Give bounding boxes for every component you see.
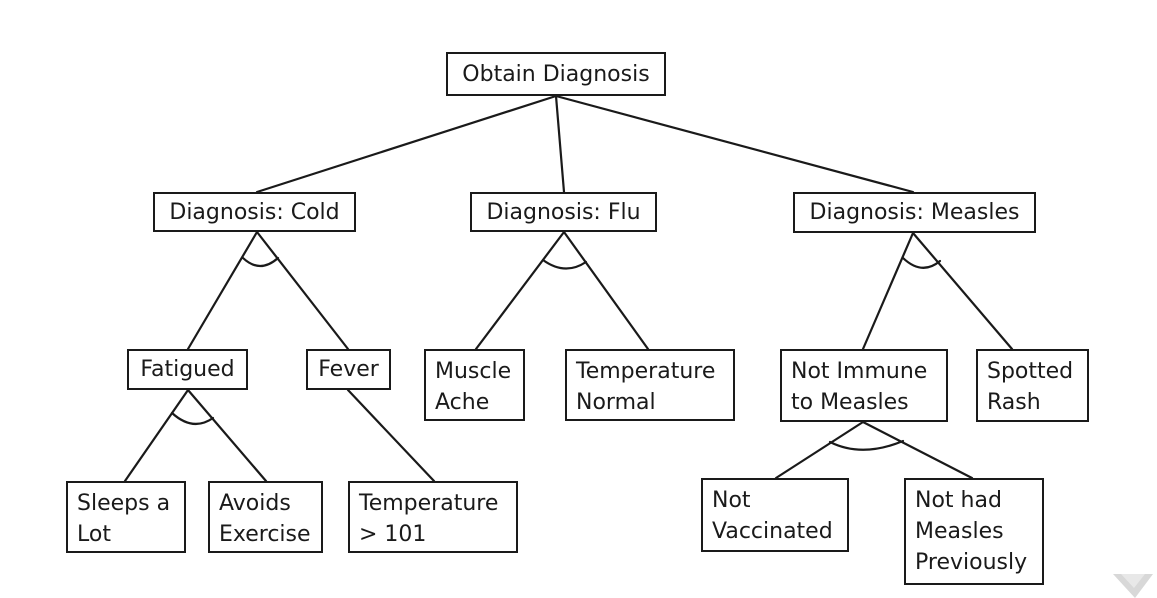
node-diagnosis-measles: Diagnosis: Measles — [793, 192, 1036, 233]
edge-measles-notimmune — [861, 231, 915, 351]
node-temperature-normal: Temperature Normal — [565, 349, 735, 421]
corner-watermark-icon — [1113, 574, 1153, 598]
edge-notimmune-nothad — [861, 420, 974, 480]
node-avoids-exercise: Avoids Exercise — [208, 481, 323, 553]
edge-root-flu — [554, 94, 566, 194]
edge-cold-fatigued — [186, 230, 259, 351]
node-not-had-measles-previously: Not had Measles Previously — [904, 478, 1044, 585]
edge-notimmune-notvacc — [774, 420, 865, 480]
edge-flu-muscle — [474, 230, 566, 351]
edge-root-cold — [255, 94, 558, 194]
edge-fever-temp101 — [346, 388, 436, 483]
and-arc-cold — [241, 256, 280, 268]
node-diagnosis-flu: Diagnosis: Flu — [470, 192, 657, 232]
edge-fatigued-avoids — [186, 388, 268, 483]
and-arc-measles — [901, 256, 942, 269]
edge-fatigued-sleeps — [123, 388, 190, 483]
and-arc-fatigued — [170, 411, 215, 425]
node-obtain-diagnosis: Obtain Diagnosis — [446, 52, 666, 96]
and-arc-notimmune — [828, 439, 905, 451]
node-fever: Fever — [306, 349, 391, 390]
edge-measles-rash — [911, 231, 1014, 351]
and-arc-flu — [541, 258, 588, 270]
node-fatigued: Fatigued — [127, 349, 248, 390]
edge-cold-fever — [255, 230, 350, 351]
node-temperature-over-101: Temperature > 101 — [348, 481, 518, 553]
node-not-vaccinated: Not Vaccinated — [701, 478, 849, 552]
edge-flu-tempnormal — [562, 230, 650, 351]
edge-root-measles — [554, 94, 915, 194]
node-spotted-rash: Spotted Rash — [976, 349, 1089, 422]
node-not-immune-to-measles: Not Immune to Measles — [780, 349, 948, 422]
node-sleeps-a-lot: Sleeps a Lot — [66, 481, 186, 553]
node-diagnosis-cold: Diagnosis: Cold — [153, 192, 356, 232]
node-muscle-ache: Muscle Ache — [424, 349, 525, 421]
